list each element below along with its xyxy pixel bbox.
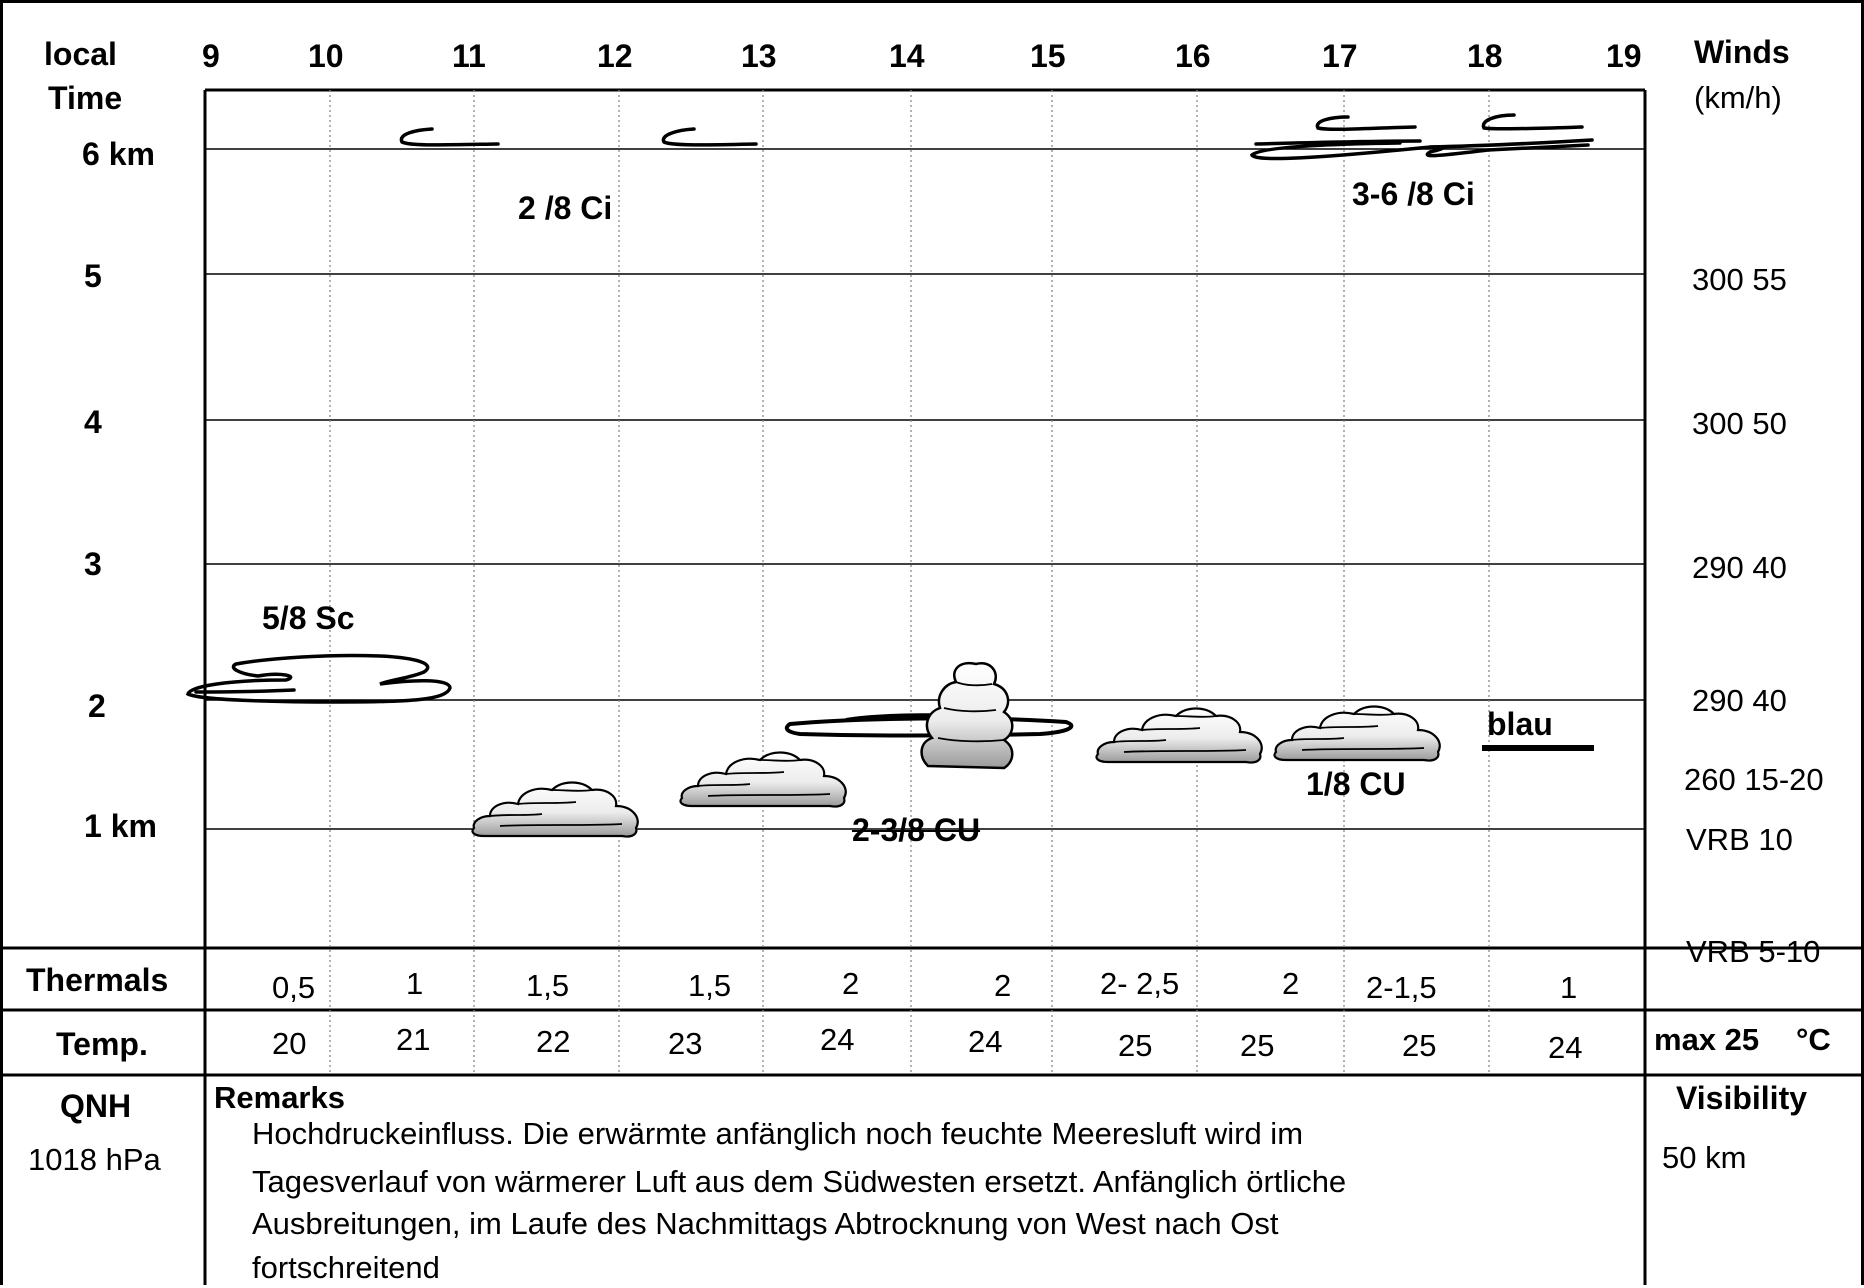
cloud-label-ci-right: 3-6 /8 Ci [1352,176,1475,212]
altitude-label-1km: 1 km [84,808,157,844]
hour-label: 14 [889,38,925,74]
temp-value: 25 [1402,1028,1437,1063]
wind-0-5km: VRB 5-10 [1686,934,1821,969]
hour-label: 9 [202,38,220,74]
thermals-value: 1 [406,966,424,1001]
wind-3km: 290 40 [1692,550,1787,585]
temp-value: 24 [968,1024,1003,1059]
temp-value: 24 [820,1022,855,1057]
wind-1-5km: 260 15-20 [1684,762,1824,797]
cumulus-icon-17 [1273,705,1441,762]
altitude-label-4: 4 [84,404,102,440]
winds-unit: (km/h) [1694,80,1782,115]
temp-value: 25 [1240,1028,1275,1063]
cumulus-icon-11 [471,781,639,838]
hour-label: 10 [308,38,344,74]
hour-label: 15 [1030,38,1066,74]
altitude-label-3: 3 [84,546,102,582]
remarks-line: Hochdruckeinfluss. Die erwärmte anfängli… [252,1116,1304,1151]
altitude-label-6km: 6 km [82,136,155,172]
wind-4km: 300 50 [1692,406,1787,441]
hour-label: 12 [597,38,633,74]
local-time-label-1: local [44,36,117,72]
thermals-value: 0,5 [272,970,316,1005]
cumulus-icon-16 [1095,707,1263,764]
towering-cumulus-icon [784,661,1074,770]
temp-value: 22 [536,1024,571,1059]
temp-value: 21 [396,1022,431,1057]
remarks-line: Tagesverlauf von wärmerer Luft aus dem S… [252,1164,1347,1199]
temp-value: 20 [272,1026,307,1061]
wind-5km: 300 55 [1692,262,1787,297]
cloud-label-cu-right: 1/8 CU [1306,766,1406,802]
hour-label: 13 [741,38,777,74]
hour-label: 11 [452,38,486,74]
remarks-line: Ausbreitungen, im Laufe des Nachmittags … [252,1206,1279,1241]
temp-max: max 25 [1654,1022,1760,1057]
qnh-label: QNH [60,1088,132,1124]
cloud-label-cu-mid: 2-3/8 CU [852,812,981,848]
remarks-line: fortschreitend [252,1250,440,1285]
visibility-label: Visibility [1676,1080,1808,1116]
thermals-value: 2- 2,5 [1100,966,1180,1001]
temp-value: 25 [1118,1028,1153,1063]
wind-2km: 290 40 [1692,683,1787,718]
qnh-value: 1018 hPa [28,1142,161,1177]
thermals-label: Thermals [26,962,169,998]
thermals-value: 1,5 [526,968,570,1003]
cloud-label-sc: 5/8 Sc [262,600,355,636]
temp-unit: °C [1796,1022,1831,1057]
altitude-label-5: 5 [84,258,102,294]
hour-label: 18 [1467,38,1503,74]
altitude-label-2: 2 [88,688,106,724]
stratocumulus-icon [185,653,452,704]
wind-1km: VRB 10 [1686,822,1793,857]
thermals-value: 1 [1560,970,1578,1005]
cirrus-right-icon [1249,113,1594,161]
winds-label: Winds [1694,34,1790,70]
hour-label: 19 [1606,38,1642,74]
thermals-value: 2 [994,968,1012,1003]
local-time-label-2: Time [48,80,123,116]
thermals-value: 1,5 [688,968,732,1003]
temp-label: Temp. [56,1026,148,1062]
hour-gridlines [329,90,1490,1075]
thermals-value: 2 [1282,966,1300,1001]
cirrus-left-icon [399,127,758,147]
thermals-value: 2-1,5 [1366,970,1437,1005]
temp-value: 23 [668,1026,703,1061]
cloud-label-ci-left: 2 /8 Ci [518,190,613,226]
hour-label: 16 [1175,38,1211,74]
thermals-value: 2 [842,966,860,1001]
visibility-value: 50 km [1662,1140,1747,1175]
cumulus-icon-13 [679,751,847,808]
remarks-title: Remarks [214,1080,345,1115]
hour-label: 17 [1322,38,1358,74]
temp-value: 24 [1548,1030,1583,1065]
cloud-label-blau: blau [1487,706,1553,742]
